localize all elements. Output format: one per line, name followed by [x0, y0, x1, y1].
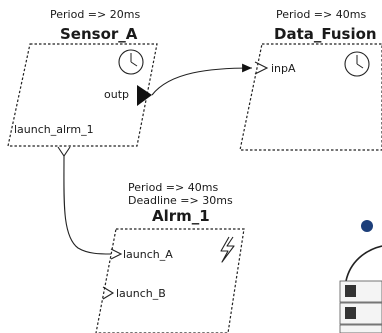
sensor-a-component[interactable]: Period => 20ms Sensor_A outp launch_alrm… [7, 8, 158, 157]
port-outp-icon[interactable] [137, 85, 152, 106]
port-inpa-icon[interactable] [254, 61, 269, 75]
bullet-dot [361, 220, 373, 232]
port-launch-a-icon[interactable] [110, 248, 123, 260]
port-outp-label: outp [104, 88, 129, 101]
sensor-a-title: Sensor_A [60, 25, 138, 43]
data-fusion-title: Data_Fusion [274, 25, 377, 43]
connection-launch-alrm-launch-a[interactable] [63, 155, 112, 255]
lightning-icon [220, 236, 235, 263]
port-launch-alrm-label: launch_alrm_1 [14, 123, 94, 136]
data-fusion-component[interactable]: Period => 40ms Data_Fusion inpA [239, 8, 382, 151]
data-fusion-period: Period => 40ms [276, 8, 366, 21]
sensor-a-period: Period => 20ms [50, 8, 140, 21]
alrm-1-deadline: Deadline => 30ms [128, 194, 233, 207]
port-launch-b-icon[interactable] [102, 286, 115, 300]
alrm-1-period: Period => 40ms [128, 181, 218, 194]
connection-outp-inpa[interactable] [151, 63, 253, 96]
sensor-a-frame [7, 43, 158, 147]
port-launch-alrm-icon[interactable] [57, 146, 71, 157]
alrm-1-title: Alrm_1 [152, 207, 210, 225]
port-inpa-label: inpA [271, 62, 296, 75]
clock-icon [344, 51, 370, 77]
partial-panel-rows [339, 280, 382, 333]
partial-panel-edge [345, 245, 382, 282]
clock-icon [118, 49, 144, 75]
alrm-1-component[interactable]: Period => 40ms Deadline => 30ms Alrm_1 l… [95, 181, 245, 333]
alrm-1-frame [95, 228, 245, 333]
port-launch-a-label: launch_A [123, 248, 173, 261]
port-launch-b-label: launch_B [116, 287, 166, 300]
